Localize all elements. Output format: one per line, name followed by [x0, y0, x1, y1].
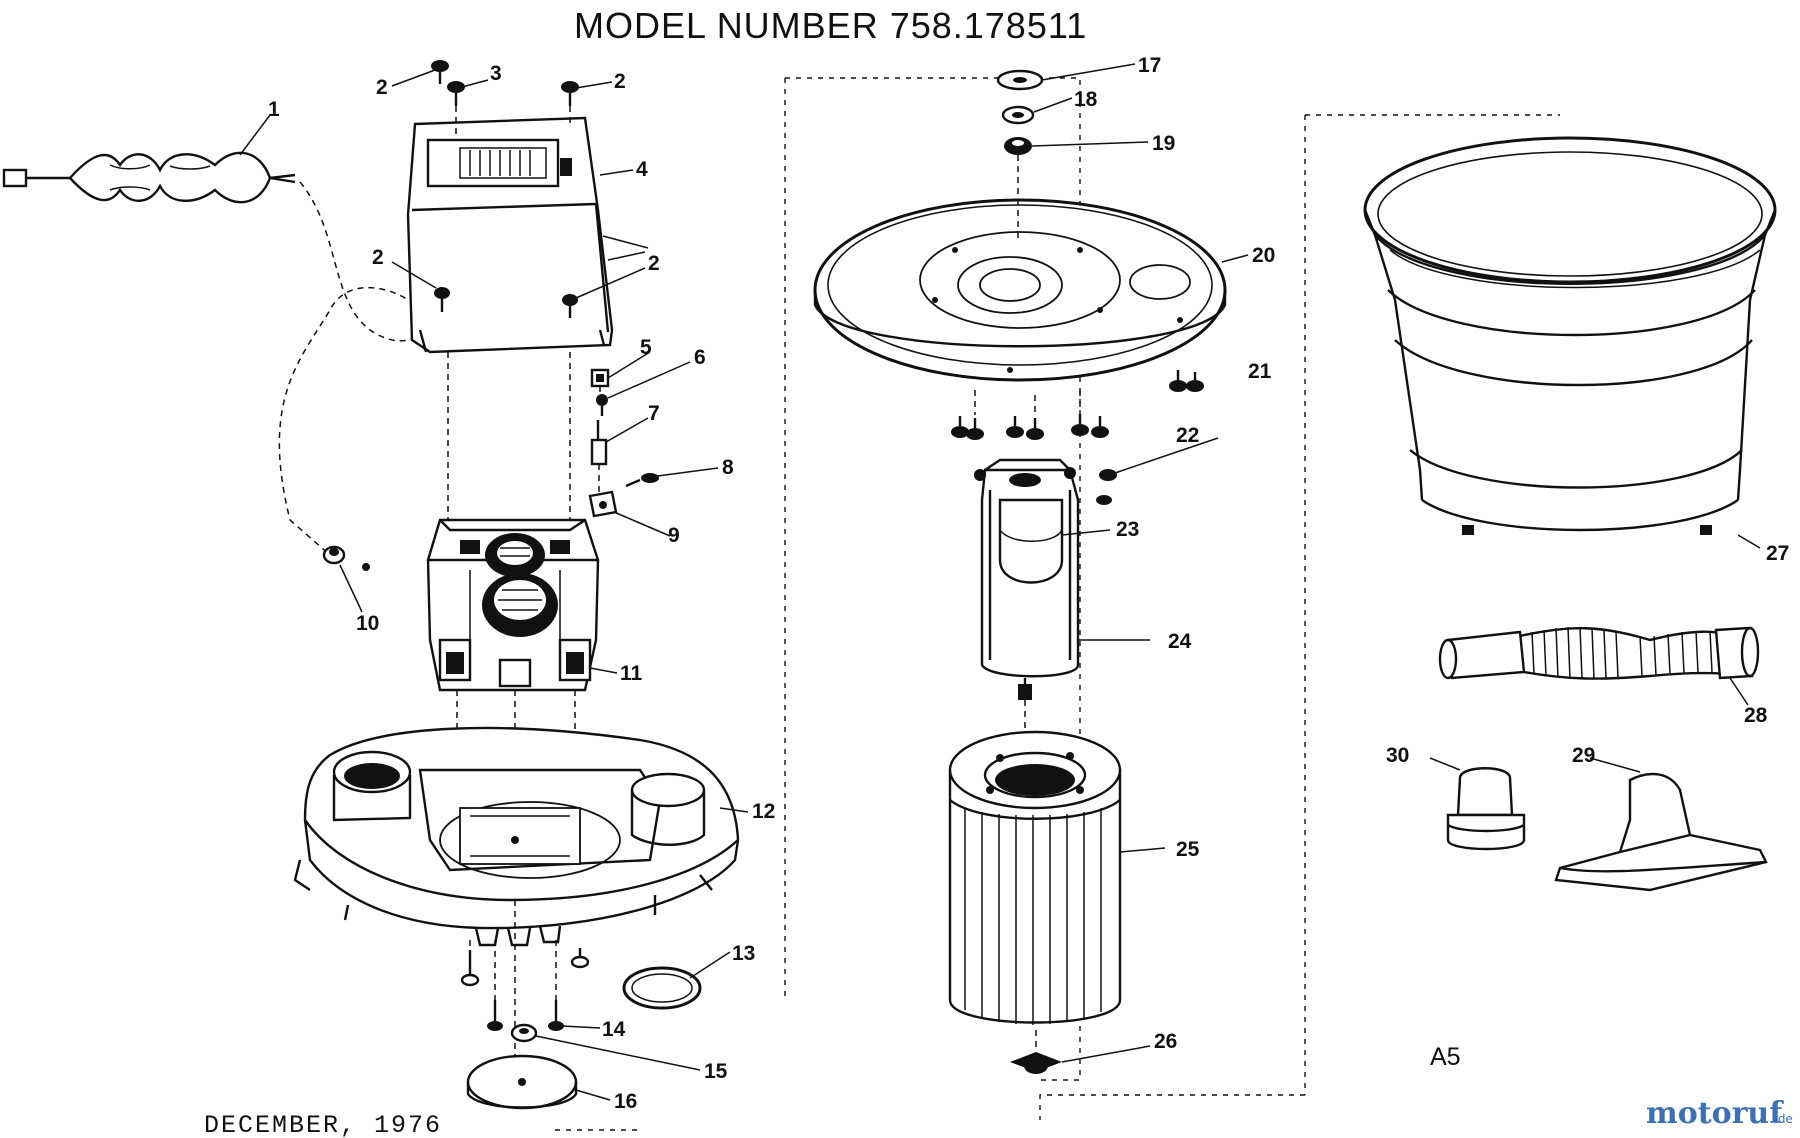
tank-lid-part-20: [813, 198, 1227, 382]
washer-part-17: [996, 69, 1044, 91]
callout-9: 9: [668, 524, 680, 547]
power-cord: [2, 151, 431, 556]
callout-19: 19: [1152, 132, 1175, 155]
date-line: DECEMBER, 1976: [204, 1111, 442, 1138]
callout-25: 25: [1176, 838, 1200, 861]
screw-2-left-top: [431, 60, 449, 84]
callout-6: 6: [694, 346, 706, 369]
callout-26: 26: [1154, 1030, 1177, 1053]
callout-18: 18: [1074, 88, 1098, 111]
screw-part-14-b: [548, 1000, 564, 1031]
nut-part-19: [1004, 137, 1032, 155]
float-part-23: [998, 498, 1064, 584]
callout-10: 10: [356, 612, 379, 635]
washer-part-18: [1001, 105, 1035, 125]
hose-part-28: [1438, 626, 1760, 680]
callout-4: 4: [636, 158, 648, 181]
callout-13: 13: [732, 942, 755, 965]
callout-22: 22: [1176, 424, 1199, 447]
callout-24: 24: [1168, 630, 1192, 653]
watermark-suffix: .de: [1774, 1112, 1793, 1126]
callout-20: 20: [1252, 244, 1275, 267]
motor-assembly: [426, 518, 600, 692]
tank-part-27: [1363, 136, 1777, 535]
callout-7: 7: [648, 402, 660, 425]
screw-base-right: [570, 948, 590, 969]
nut-part-15: [510, 1023, 538, 1043]
callout-30: 30: [1386, 744, 1409, 767]
callout-2d: 2: [648, 252, 660, 275]
callout-2b: 2: [614, 70, 626, 93]
callout-12: 12: [752, 800, 775, 823]
callout-labels: 2 3 2 1 4 2 2 5 6 7 8 9 10 11 12 13 14 1…: [268, 54, 1789, 1113]
screw-2-left-mid: [434, 287, 450, 312]
callout-28: 28: [1744, 704, 1768, 727]
callout-21: 21: [1248, 360, 1272, 383]
center-group-frame: [785, 77, 1081, 1081]
callout-1: 1: [268, 98, 280, 121]
callout-14: 14: [602, 1018, 626, 1041]
callout-2c: 2: [372, 246, 384, 269]
screw-part-8: [625, 473, 659, 488]
screw-3-top: [447, 81, 465, 106]
motor-base: [293, 726, 740, 947]
adapter-part-30: [1446, 767, 1526, 851]
filter-cartridge-part-25: [948, 730, 1122, 1025]
watermark-brand: motoruf: [1646, 1096, 1784, 1131]
screw-base-left: [460, 950, 480, 987]
model-number-title: MODEL NUMBER 758.178511: [574, 5, 1087, 46]
callout-8: 8: [722, 456, 734, 479]
screw-2-right-top: [561, 81, 579, 106]
callout-11: 11: [620, 662, 643, 685]
sheet-id: A5: [1430, 1043, 1461, 1071]
callout-3: 3: [490, 62, 502, 85]
callout-23: 23: [1116, 518, 1139, 541]
motor-cover: [406, 116, 614, 354]
switch-part-5: [590, 368, 610, 388]
gasket-part-13: [622, 966, 702, 1010]
callout-27: 27: [1766, 542, 1789, 565]
callout-5: 5: [640, 336, 652, 359]
bracket-part-9: [588, 490, 618, 518]
terminal-part-7: [590, 420, 608, 466]
leader-lines: [239, 63, 1761, 1101]
impeller-part-16: [466, 1054, 578, 1110]
callout-17: 17: [1138, 54, 1161, 77]
screw-2-right-mid: [562, 294, 578, 318]
wing-nut-part-26: [1010, 1052, 1062, 1074]
screws-part-22: [1096, 469, 1117, 505]
screws-part-21: [951, 370, 1204, 440]
floor-nozzle-part-29: [1554, 772, 1768, 892]
callout-2a: 2: [376, 76, 388, 99]
screw-part-6: [596, 394, 608, 416]
cord-connector-part-10: [322, 545, 370, 571]
callout-15: 15: [704, 1060, 728, 1083]
screw-part-14-a: [487, 1000, 503, 1031]
callout-16: 16: [614, 1090, 637, 1113]
callout-29: 29: [1572, 744, 1595, 767]
